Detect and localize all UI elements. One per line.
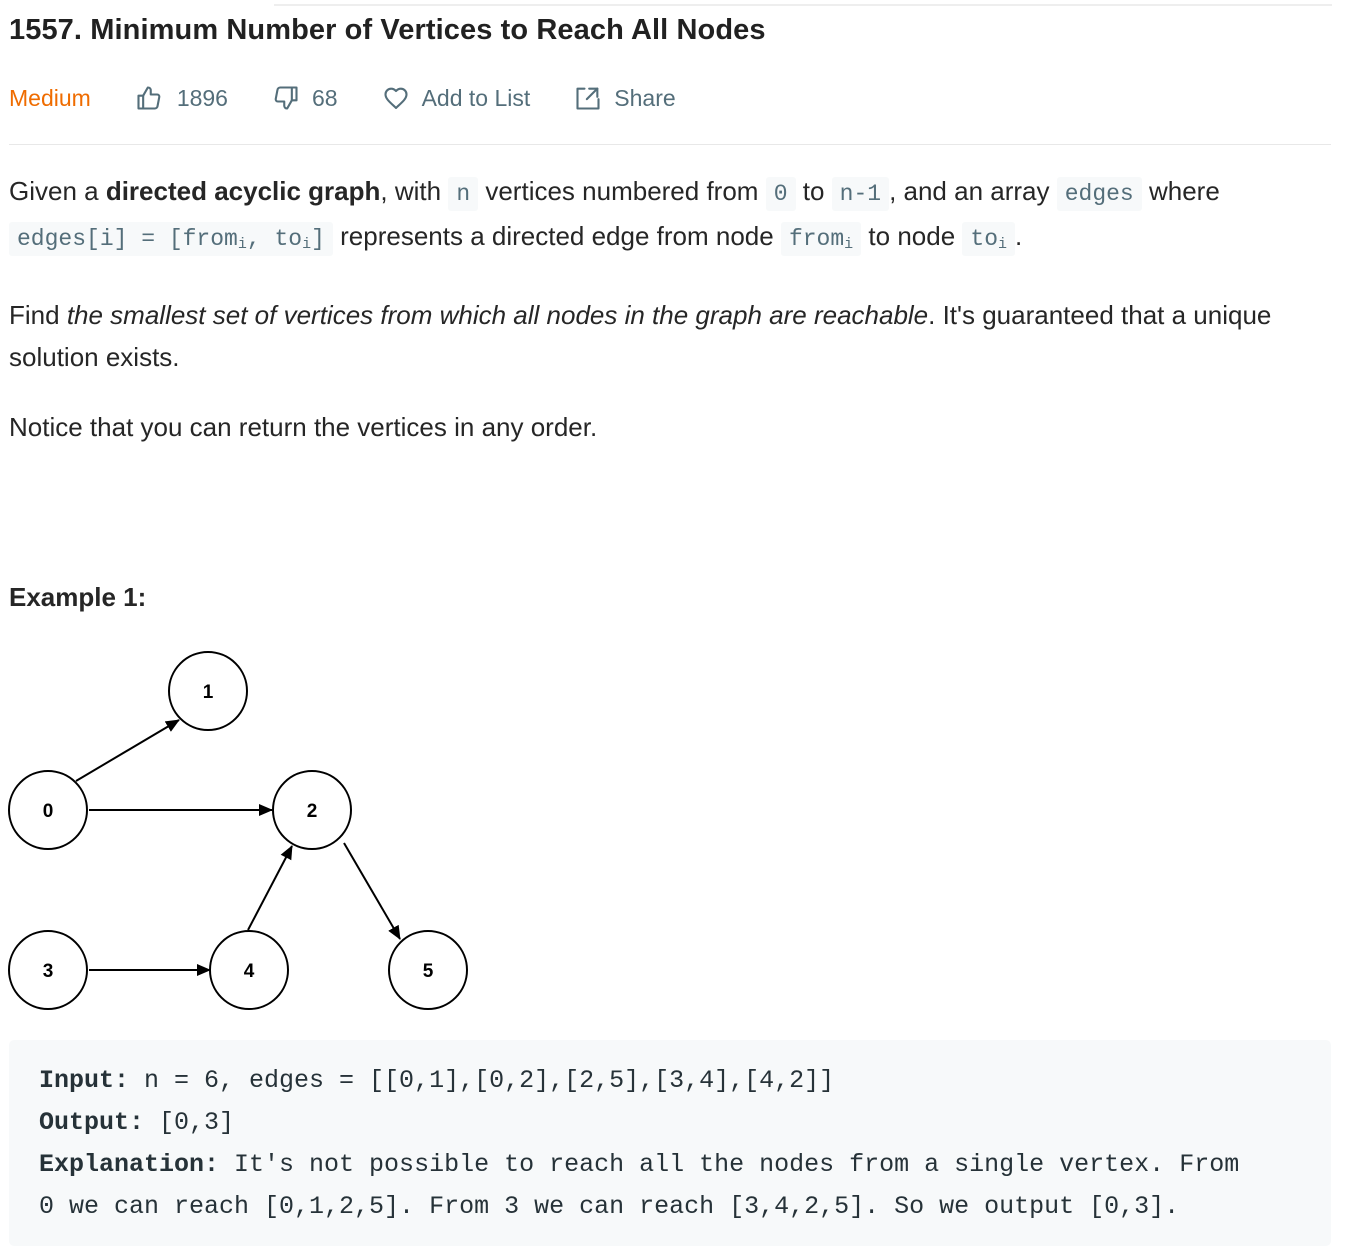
share-button[interactable]: Share: [574, 84, 676, 112]
problem-title: 1557. Minimum Number of Vertices to Reac…: [9, 14, 766, 46]
description-paragraph-2: Find the smallest set of vertices from w…: [9, 300, 1272, 372]
example-explanation-line-1: Explanation: It's not possible to reach …: [39, 1150, 1240, 1179]
problem-description: Given a directed acyclic graph, with n v…: [9, 170, 1331, 476]
share-label: Share: [614, 84, 676, 111]
edge-2-5: [343, 842, 401, 940]
code-n: n: [448, 177, 479, 211]
example-explanation-line-2: 0 we can reach [0,1,2,5]. From 3 we can …: [39, 1192, 1180, 1221]
svg-text:3: 3: [43, 961, 54, 982]
emphasis-dag: directed acyclic graph: [105, 176, 381, 206]
edge-4-2: [247, 845, 293, 931]
problem-meta-bar: Medium 1896 68 Add to List Share: [9, 80, 720, 116]
example-output-line: Output: [0,3]: [39, 1108, 235, 1137]
dislike-button[interactable]: 68: [272, 84, 338, 112]
code-edges: edges: [1056, 177, 1142, 211]
heart-icon: [384, 87, 408, 109]
thumbs-up-icon: [137, 86, 161, 110]
top-border: [274, 4, 1332, 6]
example-io-block: Input: n = 6, edges = [[0,1],[0,2],[2,5]…: [9, 1040, 1331, 1246]
like-count: 1896: [176, 84, 228, 111]
svg-text:1: 1: [203, 682, 214, 703]
svg-text:0: 0: [43, 801, 54, 822]
edge-0-1: [75, 719, 180, 782]
dislike-count: 68: [311, 84, 338, 111]
add-to-list-button[interactable]: Add to List: [382, 84, 531, 112]
example-title: Example 1:: [9, 582, 147, 612]
share-icon: [576, 87, 600, 110]
emphasis-smallest-set: the smallest set of vertices from which …: [66, 300, 929, 330]
graph-node: 3: [8, 930, 88, 1010]
graph-node: 1: [168, 651, 248, 731]
header-divider: [9, 144, 1331, 145]
difficulty-badge: Medium: [9, 84, 91, 111]
graph-node: 0: [8, 770, 88, 850]
svg-text:5: 5: [423, 961, 434, 982]
description-paragraph-3: Notice that you can return the vertices …: [9, 412, 598, 442]
example-input-line: Input: n = 6, edges = [[0,1],[0,2],[2,5]…: [39, 1066, 835, 1095]
add-to-list-label: Add to List: [421, 84, 531, 111]
svg-text:4: 4: [244, 961, 255, 982]
code-n-minus-1: n-1: [831, 177, 890, 211]
description-paragraph-1: Given a directed acyclic graph, with n v…: [9, 170, 1331, 266]
graph-node: 5: [388, 930, 468, 1010]
graph-node: 4: [209, 930, 289, 1010]
code-from-i: fromi: [780, 222, 862, 256]
svg-text:2: 2: [307, 801, 318, 822]
like-button[interactable]: 1896: [135, 84, 228, 112]
graph-node: 2: [272, 770, 352, 850]
code-to-i: toi: [962, 222, 1016, 256]
example-graph-diagram: 1 0 2 3 4 5: [8, 651, 468, 1010]
code-edges-definition: edges[i] = [fromi, toi]: [9, 222, 333, 256]
code-zero: 0: [765, 177, 796, 211]
thumbs-down-icon: [274, 86, 298, 110]
